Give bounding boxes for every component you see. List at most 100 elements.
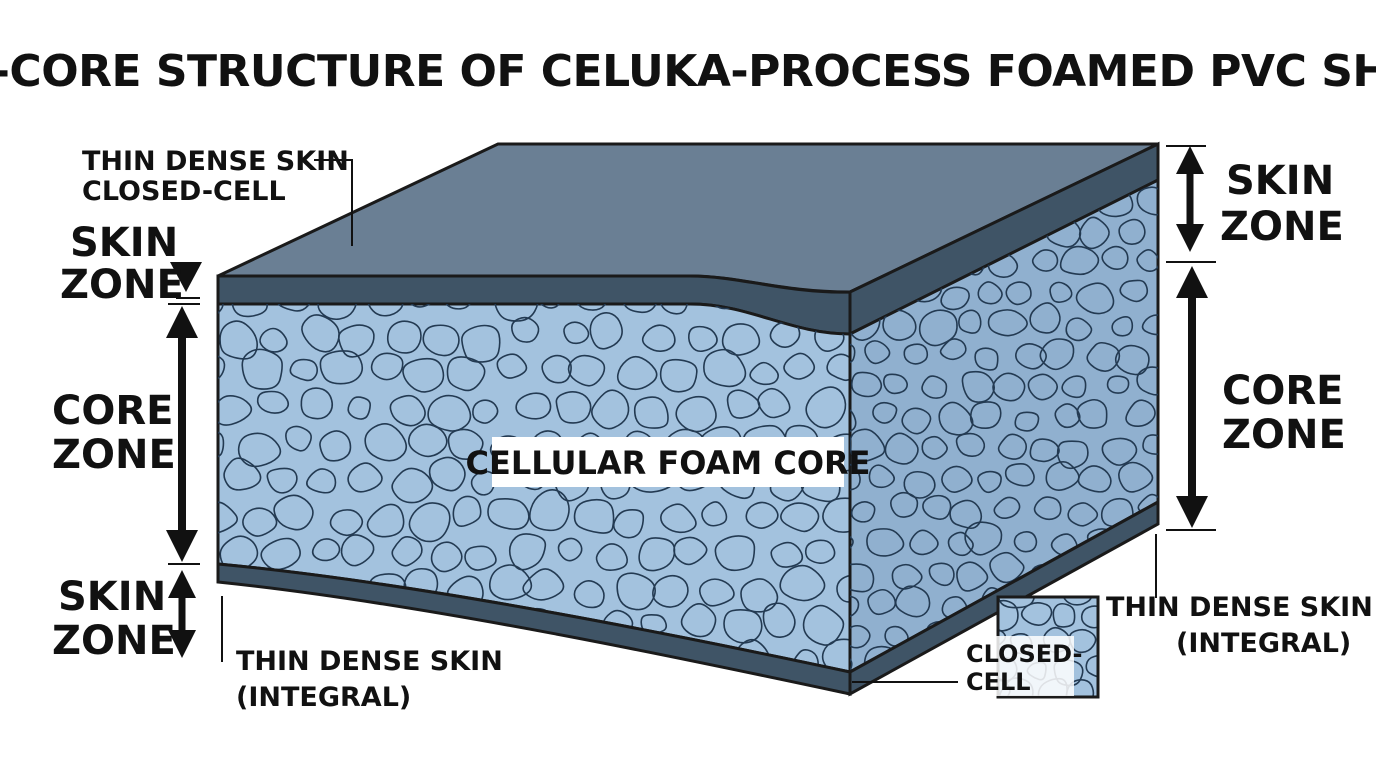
foam-cell [408, 502, 451, 543]
foam-cell [947, 531, 974, 557]
foam-cell [703, 348, 747, 388]
foam-cell [701, 501, 728, 527]
foam-cell [804, 539, 836, 565]
foam-cell [218, 501, 238, 534]
foam-cell [319, 350, 364, 385]
foam-cell [1013, 531, 1038, 553]
foam-cell [903, 343, 929, 365]
foam-cell [464, 545, 497, 571]
foam-cell [964, 521, 1003, 556]
foam-cell [261, 603, 306, 639]
closed-cell [1080, 605, 1098, 629]
foam-cell [300, 387, 334, 420]
foam-cell [938, 401, 974, 436]
foam-cell [1033, 496, 1062, 521]
foam-cell [1118, 218, 1146, 246]
foam-cell [447, 428, 484, 461]
foam-cell [219, 320, 259, 360]
foam-cell [1031, 249, 1059, 272]
left-skin-top-line1: SKIN [70, 220, 178, 266]
foam-cell [461, 324, 501, 363]
foam-cell [347, 462, 383, 493]
foam-cell [218, 353, 226, 382]
foam-cell [260, 537, 301, 571]
foam-cell [805, 386, 847, 429]
foam-cell [219, 535, 259, 574]
foam-cell [1045, 461, 1080, 491]
foam-cell [903, 470, 936, 499]
foam-cell [864, 340, 891, 365]
closed-cell [1065, 679, 1095, 697]
foam-cell [1104, 563, 1133, 591]
closed-cell [1085, 654, 1098, 678]
foam-cell [552, 689, 584, 721]
left-skin-top-line2: ZONE [60, 262, 184, 308]
foam-cell [836, 574, 850, 603]
foam-cell [1114, 344, 1150, 376]
foam-cell [993, 496, 1021, 520]
foam-cell [616, 355, 658, 391]
foam-cell [591, 389, 630, 430]
closed-cell-label-line2: CELL [966, 668, 1031, 696]
foam-cell [1137, 493, 1158, 516]
foam-cell [563, 321, 590, 345]
foam-cell [301, 314, 340, 353]
foam-cell [589, 312, 623, 350]
foam-cell [616, 572, 656, 611]
foam-cell [660, 503, 697, 534]
foam-cell [218, 430, 225, 460]
foam-cell [311, 538, 341, 562]
foam-cell [1005, 281, 1032, 306]
foam-cell [1029, 302, 1061, 334]
foam-cell [303, 601, 348, 639]
foam-cell [675, 395, 717, 433]
right-core-line1: CORE [1222, 368, 1343, 414]
foam-cell [872, 401, 898, 424]
foam-cell [317, 304, 358, 321]
foam-cell [340, 534, 375, 567]
foam-cell [572, 641, 615, 672]
left-skin-bottom-line2: ZONE [52, 618, 176, 664]
left-skin-bottom-line1: SKIN [58, 574, 166, 620]
foam-cell [1125, 399, 1156, 427]
foam-cell [720, 685, 753, 716]
foam-cell [826, 353, 850, 382]
leader-top-skin [314, 159, 353, 246]
foam-cell [452, 495, 482, 527]
foam-cell [366, 503, 405, 538]
foam-cell [866, 528, 905, 557]
foam-cell [487, 498, 530, 530]
bottom-skin-note-line2: (INTEGRAL) [236, 682, 411, 713]
foam-cell [762, 602, 796, 638]
foam-cell [515, 392, 552, 420]
foam-cell [641, 324, 676, 353]
foam-cell [1056, 440, 1089, 470]
foam-cell [341, 604, 384, 641]
foam-cell [850, 501, 876, 523]
foam-cell [241, 348, 283, 390]
foam-cell [940, 286, 970, 311]
foam-cell [515, 689, 544, 715]
foam-cell [242, 507, 278, 537]
foam-cell [573, 580, 605, 609]
foam-cell [850, 563, 875, 593]
right-skin-line2: ZONE [1220, 204, 1344, 250]
foam-cell [319, 430, 352, 462]
foam-cell [557, 537, 583, 562]
foam-cell [528, 489, 570, 532]
closed-cell [1052, 602, 1076, 628]
foam-cell [1027, 373, 1059, 401]
left-core-line1: CORE [52, 388, 173, 434]
foam-cell [961, 370, 995, 403]
foam-cell [783, 352, 816, 380]
foam-cell [1123, 653, 1151, 672]
foam-cell [1142, 434, 1158, 455]
foam-cell [992, 372, 1026, 402]
foam-cell [567, 354, 606, 387]
foam-cell [1054, 403, 1081, 429]
center-label: CELLULAR FOAM CORE [465, 444, 870, 482]
foam-cell [884, 432, 919, 465]
foam-cell [640, 614, 668, 636]
foam-cell [1118, 461, 1154, 493]
foam-cell [921, 375, 948, 399]
